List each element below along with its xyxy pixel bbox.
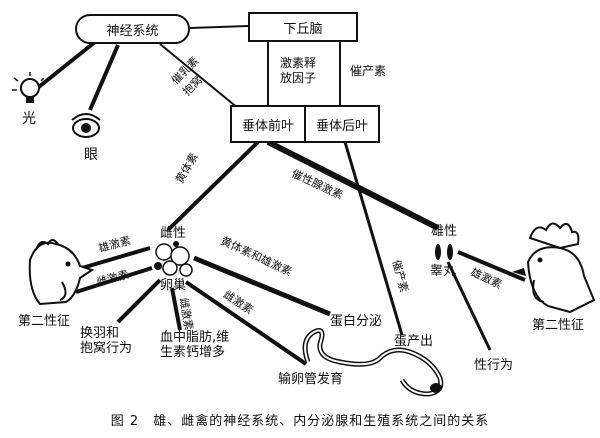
testis-label: 睾丸 xyxy=(430,264,457,279)
nervous-system-node: 神经系统 xyxy=(75,14,190,44)
eye-icon xyxy=(71,113,101,138)
line-ovary-molting xyxy=(116,278,162,324)
oviduct-icon xyxy=(302,328,444,397)
line-testis-behavior xyxy=(446,261,492,351)
egg-laying-label: 蛋产出 xyxy=(394,334,434,349)
molting-label: 换羽和 抱窝行为 xyxy=(80,326,133,356)
line-ovary-oviduct xyxy=(184,280,308,366)
secondary-sex-right-label: 第二性征 xyxy=(532,318,585,333)
line-ovary-protein xyxy=(193,255,331,317)
line-eye-nervous xyxy=(88,44,120,111)
light-label: 光 xyxy=(22,111,36,127)
hypothalamus-node: 下丘脑 xyxy=(248,12,358,42)
oviduct-label: 输卵管发育 xyxy=(278,372,344,387)
line-ovary-left-chicken xyxy=(75,266,153,294)
light-bulb-icon xyxy=(12,72,45,103)
line-anterior-testis xyxy=(266,139,440,231)
hen-head-icon xyxy=(28,239,95,306)
ovary-label: 卵巢 xyxy=(160,278,187,293)
figure-caption: 图 2 雄、雌禽的神经系统、内分泌腺和生殖系统之间的关系 xyxy=(110,414,490,429)
line-ovary-blood xyxy=(170,287,182,331)
blood-lipid-label: 血中脂肪,维 生素钙增多 xyxy=(160,330,230,360)
line-nervous-hypothalamus xyxy=(189,25,249,29)
line-posterior-egg xyxy=(343,141,404,336)
testis-icon xyxy=(435,244,453,260)
anterior-pituitary-node: 垂体前叶 xyxy=(232,107,306,141)
posterior-pituitary-node: 垂体后叶 xyxy=(315,118,368,134)
secondary-sex-left-label: 第二性征 xyxy=(18,314,71,329)
line-female-left-chicken xyxy=(81,246,151,270)
male-label: 雄性 xyxy=(430,224,457,239)
line-testis-right-chicken xyxy=(457,250,526,282)
female-label: 雌性 xyxy=(160,226,187,241)
ovary-icon xyxy=(154,241,193,277)
protein-secretion-label: 蛋白分泌 xyxy=(330,314,383,329)
pituitary-box: 垂体前叶 垂体后叶 xyxy=(230,105,380,143)
line-light-nervous xyxy=(33,40,97,92)
line-anterior-female xyxy=(166,140,260,232)
sexual-behavior-label: 性行为 xyxy=(474,358,514,373)
rooster-head-icon xyxy=(512,222,596,314)
eye-label: 眼 xyxy=(84,147,98,163)
edge-oxytocin-top: 催产素 xyxy=(350,64,387,78)
edge-releasing-factor: 激素释 放因子 xyxy=(280,56,317,85)
